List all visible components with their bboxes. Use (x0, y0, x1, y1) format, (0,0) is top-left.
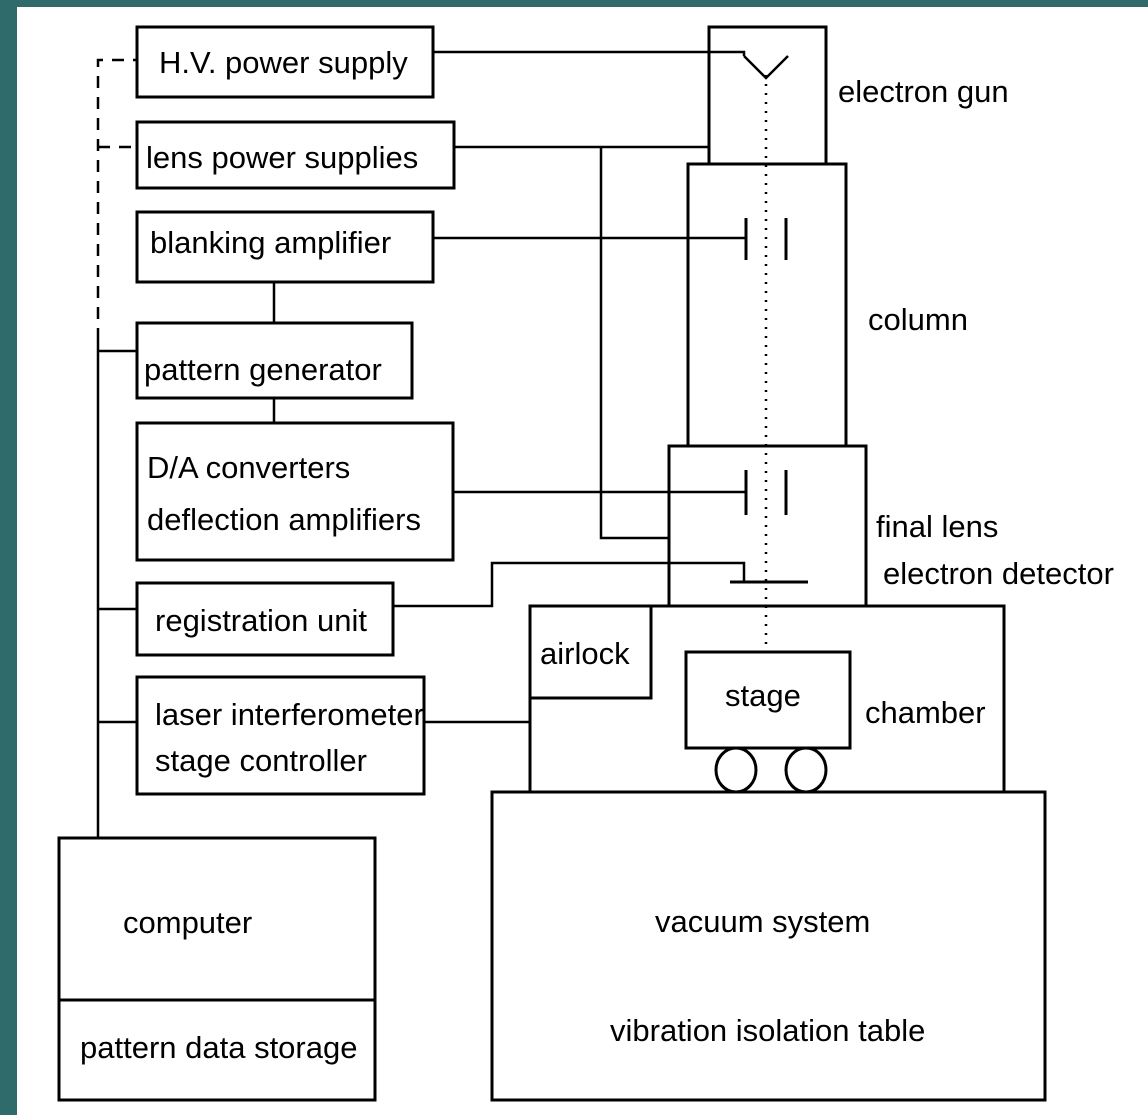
laser-interferometer-label: laser interferometer (155, 697, 424, 732)
airlock-box (528, 604, 653, 700)
stage-wheel-right (784, 746, 828, 794)
hv-to-gun-line (433, 50, 746, 56)
vibration-isolation-table-label: vibration isolation table (610, 1013, 925, 1048)
registration-unit-box (135, 581, 395, 657)
stage-label: stage (725, 678, 801, 713)
hv-power-supply-label: H.V. power supply (159, 45, 408, 80)
blanking-amplifier-box (135, 210, 435, 284)
vacuum-system-label: vacuum system (655, 904, 870, 939)
stage-box (684, 650, 852, 750)
column-label: column (868, 302, 968, 337)
airlock-label: airlock (540, 636, 630, 671)
electron-detector-label: electron detector (883, 556, 1114, 591)
lens-power-supplies-box (135, 120, 456, 190)
electron-gun-housing (707, 25, 828, 166)
computer-label: computer (123, 905, 252, 940)
final-lens-label: final lens (876, 509, 998, 544)
deflection-amplifiers-label: deflection amplifiers (147, 502, 421, 537)
stage-wheel-left (714, 746, 758, 794)
blanking-amplifier-label: blanking amplifier (150, 225, 391, 260)
electron-gun-filament (743, 55, 789, 80)
da-converters-label: D/A converters (147, 450, 350, 485)
da-converters-box (135, 421, 455, 562)
registration-unit-label: registration unit (155, 603, 367, 638)
computer-box (57, 836, 377, 1102)
registration-to-detector-line (393, 561, 746, 608)
hv-power-supply-box (135, 25, 435, 99)
lens-supply-to-final-lens-line (599, 147, 669, 540)
stage-controller-label: stage controller (155, 743, 367, 778)
column-housing (686, 162, 848, 448)
pattern-data-storage-label: pattern data storage (80, 1030, 357, 1065)
pattern-generator-label: pattern generator (144, 352, 382, 387)
lens-power-supplies-label: lens power supplies (146, 140, 418, 175)
laser-interferometer-box (135, 675, 426, 796)
pattern-generator-box (135, 321, 414, 400)
chamber-label: chamber (865, 695, 986, 730)
vacuum-system-table (490, 790, 1047, 1102)
hv-control-dashed-line (96, 58, 138, 340)
electron-gun-label: electron gun (838, 74, 1009, 109)
